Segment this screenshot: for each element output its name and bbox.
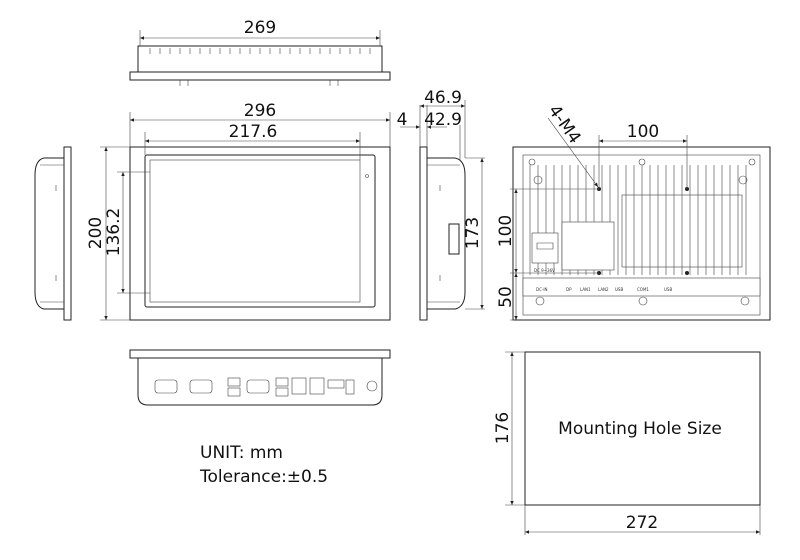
dim-depth-body: 42.9 <box>424 110 462 130</box>
dim-screen-width: 217.6 <box>229 122 278 142</box>
tolerance-note: Tolerance:±0.5 <box>199 467 328 487</box>
cutout-label: Mounting Hole Size <box>558 419 722 439</box>
port-label: USB <box>615 287 623 292</box>
power-label: DC 9~36V <box>534 268 555 273</box>
dim-rear-spacing-h: 100 <box>627 122 659 142</box>
dim-cutout-width: 272 <box>626 513 658 533</box>
port-label: LAN2 <box>598 287 609 292</box>
dim-depth-total: 46.9 <box>424 88 462 108</box>
unit-note: UNIT: mm <box>200 443 283 463</box>
dim-top-width: 269 <box>244 18 276 38</box>
top-view: 269 <box>129 18 391 86</box>
bottom-view <box>129 349 391 406</box>
mounting-hole-cutout: Mounting Hole Size 176 272 <box>493 351 761 535</box>
right-side-view: 4 46.9 42.9 173 <box>397 88 485 321</box>
dim-rear-spacing-v: 100 <box>496 215 516 247</box>
io-ports <box>154 377 378 397</box>
rear-view: DC 9~36V DC-IN DP LAN1 LAN2 USB COM1 USB… <box>496 101 771 321</box>
port-label: DC-IN <box>536 287 548 292</box>
left-side-view <box>34 146 72 321</box>
port-label: COM1 <box>637 287 649 292</box>
front-view: 296 217.6 200 136.2 <box>86 101 391 321</box>
dim-rear-bottom: 50 <box>496 286 516 308</box>
dim-side-height: 173 <box>463 217 483 249</box>
mount-screw-label: 4-M4 <box>544 101 585 147</box>
mounting-holes <box>528 158 756 306</box>
dim-cutout-height: 176 <box>493 412 513 444</box>
dim-front-height: 200 <box>86 217 106 249</box>
dim-bezel: 4 <box>397 110 408 130</box>
port-label: USB <box>664 287 672 292</box>
dim-front-width: 296 <box>244 101 276 121</box>
dim-screen-height: 136.2 <box>104 208 124 257</box>
port-label: LAN1 <box>580 287 591 292</box>
port-label: DP <box>566 287 572 292</box>
